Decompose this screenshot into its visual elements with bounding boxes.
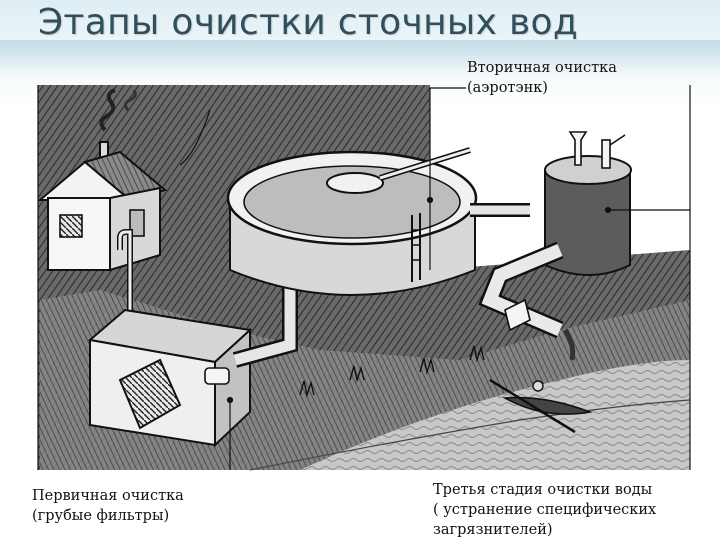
slide-title: Этапы очистки сточных вод [38, 2, 579, 43]
label-tertiary-treatment: Третья стадия очистки воды ( устранение … [433, 482, 657, 538]
callout-lines [37, 85, 691, 470]
label-primary-treatment: Первичная очистка (грубые фильтры) [32, 488, 184, 524]
aerotank [226, 147, 478, 296]
primary-tank [87, 308, 253, 448]
house-pipe [117, 229, 133, 350]
canoe [489, 378, 594, 434]
title-band [0, 40, 720, 76]
tertiary-barrel [544, 131, 632, 276]
label-secondary-treatment: Вторичная очистка (аэротэнк) [467, 60, 617, 96]
outfall-pipe [478, 241, 576, 361]
house [37, 88, 168, 272]
